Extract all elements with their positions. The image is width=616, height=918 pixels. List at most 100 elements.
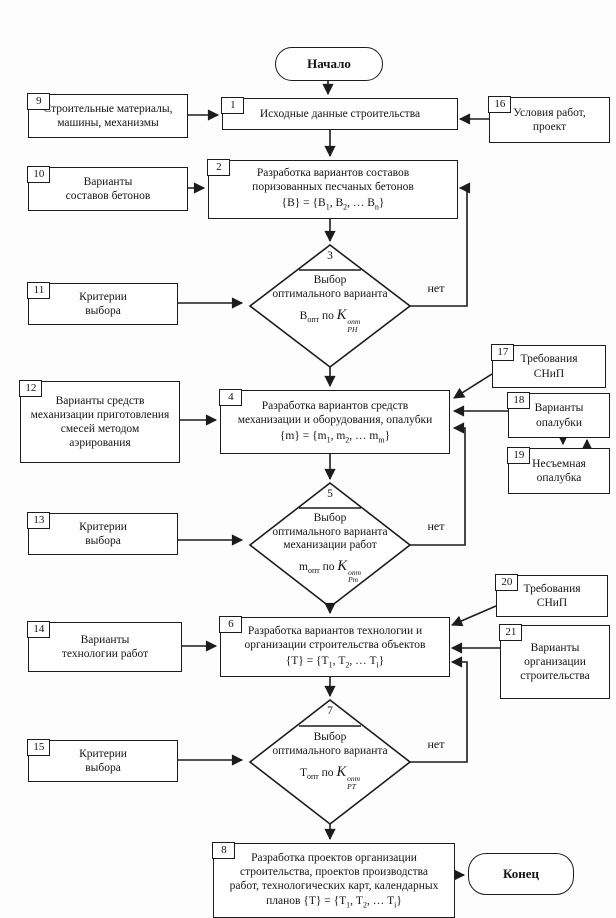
box-19-line: опалубка	[536, 472, 582, 484]
decision-3-number: 3	[327, 250, 333, 262]
box-6: 6 Разработка вариантов технологии и орга…	[219, 616, 450, 677]
box-21-line: организации	[524, 655, 586, 668]
box-16-line: проект	[532, 121, 567, 133]
box-12: 12 Варианты средств механизации приготов…	[19, 380, 180, 463]
box-18: 18 Варианты опалубки	[507, 392, 610, 438]
box-16-number: 16	[488, 96, 512, 114]
box-11-line: выбора	[85, 305, 121, 317]
decision-7-line: Выбор	[313, 731, 347, 743]
box-4-line: механизации и оборудования, опалубки	[237, 413, 433, 426]
box-14-number: 14	[27, 621, 51, 639]
no-label-3: нет	[427, 281, 445, 295]
box-15: 15 Критерии выбора	[27, 739, 178, 782]
decision-5-line: механизации работ	[283, 539, 377, 552]
arrow-17-to-4	[453, 373, 493, 399]
box-11-number: 11	[27, 282, 51, 300]
no-label-7: нет	[427, 737, 445, 751]
box-2-number: 2	[207, 159, 231, 177]
box-21-number: 21	[499, 624, 523, 642]
box-10: 10 Варианты составов бетонов	[27, 166, 188, 211]
box-4-number: 4	[219, 389, 243, 407]
box-2-formula: {В} = {В1, В2, … Вn}	[281, 197, 385, 212]
box-9-line: Строительные материалы,	[43, 102, 173, 115]
decision-7-number: 7	[327, 705, 333, 717]
box-9-number: 9	[27, 93, 51, 111]
box-21: 21 Варианты организации строительства	[499, 624, 610, 699]
box-8-line: строительства, проектов производства	[239, 866, 429, 879]
box-11: 11 Критерии выбора	[27, 282, 178, 325]
box-10-line: Варианты	[83, 175, 133, 188]
box-8-number: 8	[212, 842, 236, 860]
box-4: 4 Разработка вариантов средств механизац…	[219, 389, 450, 454]
decision-5-number: 5	[327, 488, 333, 500]
feedback-5-to-4	[410, 422, 466, 546]
box-13-line: Критерии	[79, 520, 127, 533]
box-9-line: машины, механизмы	[57, 117, 159, 129]
decision-5-line: Выбор	[313, 512, 347, 524]
box-8: 8 Разработка проектов организации строит…	[212, 842, 455, 918]
box-6-line: организации строительства объектов	[244, 638, 426, 651]
box-2-line: поризованных песчаных бетонов	[252, 181, 414, 194]
box-16: 16 Условия работ, проект	[488, 96, 610, 143]
box-13-number: 13	[27, 512, 51, 530]
box-6-formula: {Т} = {Т1, Т2, … Тi}	[285, 654, 385, 670]
box-20-line: Требования	[523, 582, 581, 595]
box-1-line: Исходные данные строительства	[259, 107, 421, 120]
box-14-line: технологии работ	[61, 648, 149, 660]
box-12-line: Варианты средств	[55, 394, 145, 407]
box-1: 1 Исходные данные строительства	[221, 97, 458, 130]
decision-5-text: Выбор оптимального варианта механизации …	[240, 512, 420, 584]
box-17-line: СНиП	[533, 367, 565, 380]
box-12-number: 12	[19, 380, 43, 398]
box-15-line: выбора	[85, 762, 121, 774]
box-20-line: СНиП	[536, 597, 568, 609]
box-11-line: Критерии	[79, 290, 127, 303]
box-12-line: смесей методом	[60, 423, 140, 435]
end-terminal: Конец	[468, 853, 574, 895]
decision-5-line: оптимального варианта	[272, 525, 388, 538]
box-17: 17 Требования СНиП	[491, 344, 606, 388]
box-12-line: аэрирования	[69, 437, 131, 450]
box-14: 14 Варианты технологии работ	[27, 621, 182, 672]
box-2: 2 Разработка вариантов составов поризова…	[207, 159, 458, 219]
box-1-number: 1	[221, 97, 245, 115]
decision-3-line: Выбор	[313, 274, 347, 286]
box-18-line: Варианты	[534, 402, 584, 415]
box-15-number: 15	[27, 739, 51, 757]
box-16-line: Условия работ,	[513, 106, 586, 119]
box-2-line: Разработка вариантов составов	[256, 167, 410, 180]
box-6-number: 6	[219, 616, 243, 634]
box-17-line: Требования	[520, 353, 578, 366]
box-8-line: работ, технологических карт, календарных	[229, 880, 439, 893]
box-18-line: опалубки	[535, 416, 583, 429]
box-6-line: Разработка вариантов технологии и	[247, 624, 423, 637]
box-9: 9 Строительные материалы, машины, механи…	[27, 93, 188, 138]
box-20: 20 Требования СНиП	[495, 574, 608, 617]
feedback-3-to-2	[410, 182, 471, 307]
box-19-number: 19	[507, 447, 531, 465]
box-4-formula: {m} = {m1, m2, … mm}	[279, 429, 391, 445]
box-10-number: 10	[27, 166, 51, 184]
box-19: 19 Несъемная опалубка	[507, 447, 610, 494]
no-label-5: нет	[427, 519, 445, 533]
start-label: Начало	[307, 56, 351, 71]
box-13-line: выбора	[85, 535, 121, 547]
start-terminal: Начало	[275, 47, 383, 81]
box-21-line: Варианты	[530, 641, 580, 654]
box-14-line: Варианты	[80, 633, 130, 646]
box-10-line: составов бетонов	[65, 190, 151, 202]
box-13: 13 Критерии выбора	[27, 512, 178, 555]
connector-lines	[176, 79, 593, 881]
box-8-line: Разработка проектов организации	[251, 852, 417, 865]
box-20-number: 20	[495, 574, 519, 592]
box-15-line: Критерии	[79, 747, 127, 760]
